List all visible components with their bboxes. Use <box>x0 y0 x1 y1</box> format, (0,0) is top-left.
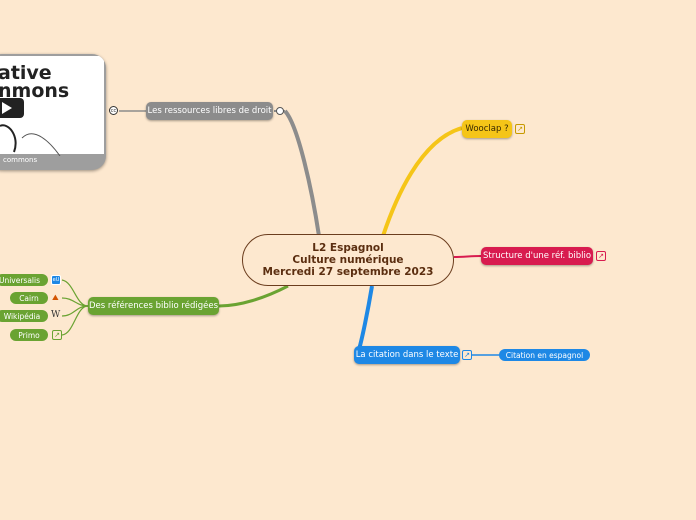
subtopic-cairn-label: Cairn <box>19 294 39 303</box>
image-caption: commons <box>3 156 106 164</box>
subtopic-primo-label: Primo <box>18 331 39 340</box>
topic-references[interactable]: Des références biblio rédigées <box>88 297 219 315</box>
subtopic-citation-espagnol-label: Citation en espagnol <box>506 351 583 360</box>
link-wooclap <box>383 128 462 236</box>
subtopic-universalis[interactable]: Universalis <box>0 274 48 286</box>
topic-wooclap[interactable]: Wooclap ? <box>462 120 512 138</box>
link-structure <box>454 256 481 257</box>
play-icon <box>0 96 104 156</box>
wikipedia-icon: W <box>51 310 60 320</box>
creative-commons-small-icon <box>276 107 284 115</box>
creative-commons-image-card[interactable]: ative nmons commons <box>0 54 106 170</box>
external-link-icon[interactable]: ↗ <box>515 124 525 134</box>
subtopic-universalis-label: Universalis <box>0 276 40 285</box>
central-line2: Culture numérique <box>292 254 403 266</box>
subtopic-cairn[interactable]: Cairn <box>10 292 48 304</box>
creative-commons-image: ative nmons <box>0 56 104 154</box>
subtopic-wikipedia-label: Wikipédia <box>4 312 41 321</box>
link-references <box>219 286 288 306</box>
subtopic-wikipedia[interactable]: Wikipédia <box>0 310 48 322</box>
link-ressources <box>285 111 319 236</box>
external-link-icon[interactable]: ↗ <box>596 251 606 261</box>
creative-commons-icon: cc <box>109 106 118 115</box>
subtopic-citation-espagnol[interactable]: Citation en espagnol <box>499 349 590 361</box>
topic-wooclap-label: Wooclap ? <box>465 124 508 134</box>
central-line1: L2 Espagnol <box>312 242 383 254</box>
topic-ressources[interactable]: Les ressources libres de droit <box>146 102 273 120</box>
central-line3: Mercredi 27 septembre 2023 <box>263 266 434 278</box>
topic-citation-label: La citation dans le texte <box>356 350 459 360</box>
cairn-icon: ⛰ <box>52 293 59 303</box>
subtopic-primo[interactable]: Primo <box>10 329 48 341</box>
link-citation <box>358 286 372 353</box>
external-link-icon[interactable]: ↗ <box>52 330 62 340</box>
central-topic[interactable]: L2 Espagnol Culture numérique Mercredi 2… <box>242 234 454 286</box>
topic-ressources-label: Les ressources libres de droit <box>148 106 272 116</box>
eu-icon: eU <box>51 275 61 285</box>
topic-structure[interactable]: Structure d'une réf. biblio <box>481 247 593 265</box>
topic-citation[interactable]: La citation dans le texte <box>354 346 460 364</box>
topic-references-label: Des références biblio rédigées <box>89 301 218 311</box>
topic-structure-label: Structure d'une réf. biblio <box>483 251 591 261</box>
external-link-icon[interactable]: ↗ <box>462 350 472 360</box>
